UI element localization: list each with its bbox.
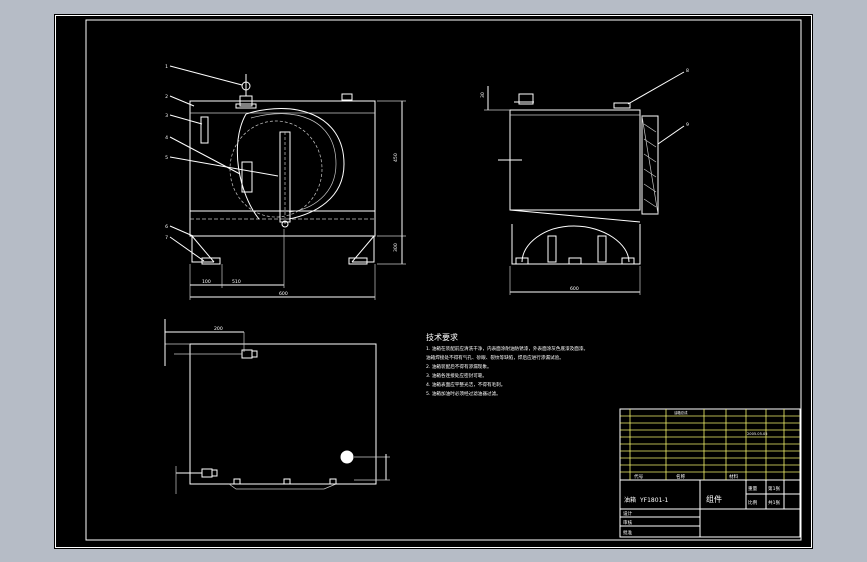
svg-text:6: 6 (165, 224, 168, 230)
title-block: 油箱总成 2005.05.05 代号 名称 材料 油箱 YF1801-1 组件 … (619, 408, 801, 538)
svg-text:9: 9 (686, 122, 689, 128)
svg-text:4: 4 (165, 135, 168, 141)
dim-front-width: 600 (279, 291, 288, 297)
notes-line-4: 3. 油箱各连接处应密封可靠。 (426, 372, 487, 379)
side-view: 600 30 8 9 (480, 68, 689, 295)
inner-frame (85, 19, 802, 541)
dim-stand-offset: 100 (202, 279, 211, 285)
dim-front-height: 450 (393, 153, 399, 162)
notes-line-1: 1. 油箱在装配前应清洗干净，内表面涂耐油防锈漆，外表面涂灰色底漆及面漆。 (426, 345, 588, 352)
notes-line-3: 2. 油箱装配后不得有渗漏现象。 (426, 363, 492, 370)
notes-line-5: 4. 油箱表面应平整光洁，不得有毛刺。 (426, 381, 505, 388)
name-col-label: 名称 (676, 473, 686, 480)
svg-text:2: 2 (165, 94, 168, 100)
check-label: 审核 (623, 519, 633, 526)
svg-text:7: 7 (165, 235, 168, 241)
weight-label: 重量 (748, 485, 758, 492)
dim-side-width: 600 (570, 286, 579, 292)
dim-side-label: 30 (480, 92, 486, 98)
sheet-label: 第1张 (768, 485, 781, 492)
svg-text:油箱总成: 油箱总成 (674, 410, 688, 415)
notes-line-6: 5. 油箱加油时必须经过滤油器过滤。 (426, 390, 501, 397)
dim-stand-height: 300 (393, 243, 399, 252)
front-view: 1 2 3 4 5 6 7 450 300 600 100 510 (165, 64, 406, 300)
drawing-sheet: 1 2 3 4 5 6 7 450 300 600 100 510 (54, 14, 813, 549)
scale-label: 比例 (748, 499, 758, 506)
outer-frame (55, 15, 812, 548)
approve-label: 批准 (623, 529, 633, 536)
drawing-number: YF1801-1 (639, 497, 669, 504)
design-label: 设计 (623, 510, 633, 517)
svg-text:3: 3 (165, 113, 168, 119)
svg-text:8: 8 (686, 68, 689, 74)
notes-line-2: 油箱焊接处不得有气孔、砂眼、裂纹等缺陷，焊后应进行渗漏试验。 (426, 354, 564, 361)
date-value: 2005.05.05 (747, 432, 768, 436)
technical-notes: 技术要求 1. 油箱在装配前应清洗干净，内表面涂耐油防锈漆，外表面涂灰色底漆及面… (426, 332, 588, 397)
material-label: 材料 (729, 473, 739, 480)
part-name: 油箱 (624, 496, 636, 504)
sheets-label: 共1张 (768, 499, 781, 506)
top-view: 200 (164, 319, 390, 494)
dim-top-offset: 200 (214, 326, 223, 332)
svg-text:5: 5 (165, 155, 168, 161)
dim-stand-span: 510 (232, 279, 241, 285)
code-label: 代号 (634, 473, 644, 480)
cad-drawing: 1 2 3 4 5 6 7 450 300 600 100 510 (55, 15, 812, 548)
notes-title: 技术要求 (426, 332, 458, 342)
component-label: 组件 (706, 494, 722, 504)
svg-text:1: 1 (165, 64, 168, 70)
